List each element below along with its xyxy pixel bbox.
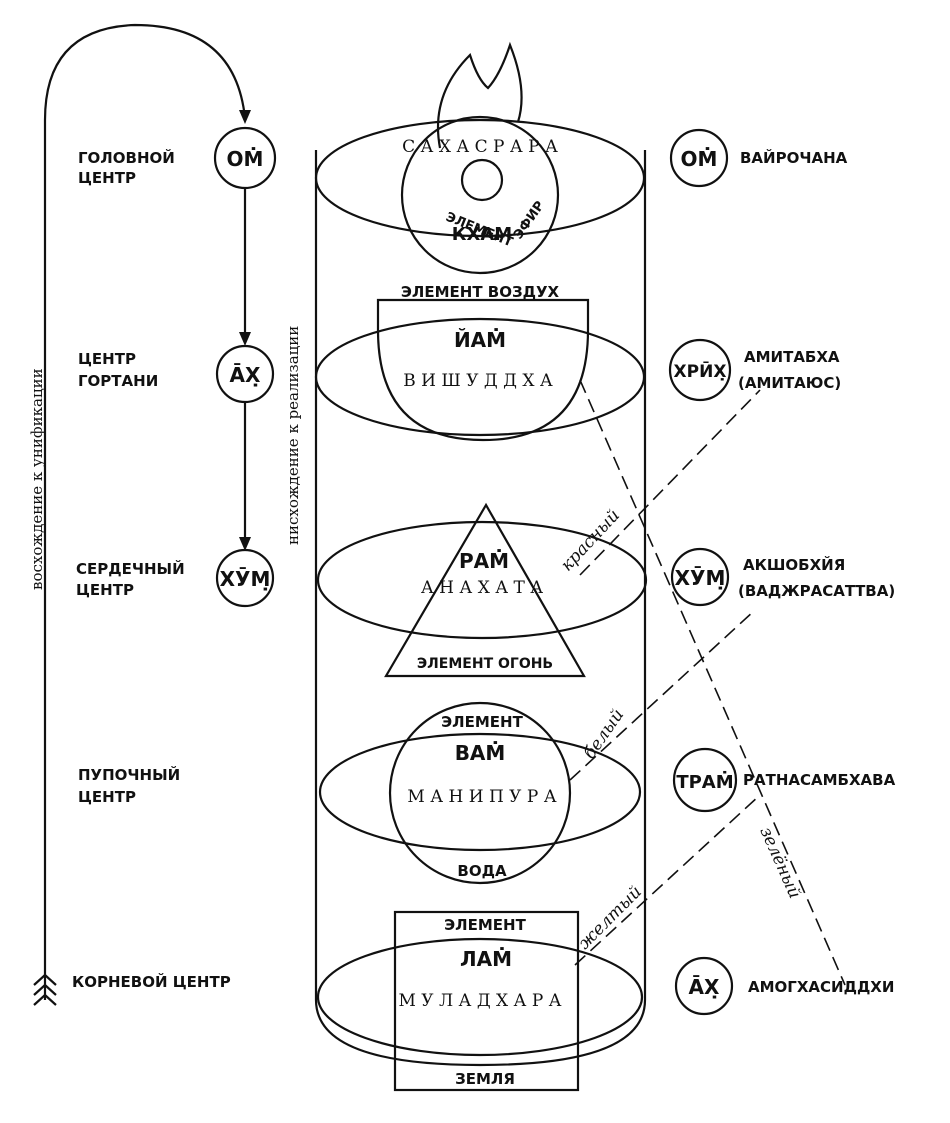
descent-label: нисхождение к реализации: [284, 326, 302, 545]
svg-text:ХРӢХ̣: ХРӢХ̣: [674, 360, 727, 382]
vishuddha-name: В И Ш У Д Д Х А: [403, 371, 553, 391]
vishuddha-seed: ЙАМ̇: [454, 328, 506, 352]
manipura-name: М А Н И П У Р А: [407, 787, 556, 807]
svg-text:ОМ̇: ОМ̇: [227, 147, 264, 171]
center-label-navel-2: ЦЕНТР: [78, 788, 136, 806]
svg-text:(ВАДЖРАСАТТВА): (ВАДЖРАСАТТВА): [738, 582, 895, 600]
anahata: РАМ̇ А Н А Х А Т А ЭЛЕМЕНТ ОГОНЬ: [316, 502, 648, 678]
center-label-head-2: ЦЕНТР: [78, 169, 136, 187]
center-label-root: КОРНЕВОЙ ЦЕНТР: [72, 972, 231, 991]
buddha-akshobhya: ХӮМ̣ АКШОБХЙЯ (ВАДЖРАСАТТВА): [670, 547, 895, 607]
color-label-green: зелёный: [755, 824, 804, 902]
descent-arrows: [239, 188, 251, 551]
left-mantra-hum: ХӮМ̣: [215, 548, 275, 608]
svg-text:АКШОБХЙЯ: АКШОБХЙЯ: [743, 555, 845, 574]
svg-text:АМИТАБХА: АМИТАБХА: [744, 348, 840, 366]
sahasrara-element-name: ЭФИР: [511, 199, 548, 243]
svg-text:ĀХ̣: ĀХ̣: [230, 363, 261, 387]
ascent-label: восхождение к унификации: [28, 368, 46, 590]
svg-text:ХӮМ̣: ХӮМ̣: [220, 567, 271, 591]
center-label-heart-2: ЦЕНТР: [76, 581, 134, 599]
svg-text:ТРАМ̇: ТРАМ̇: [676, 771, 733, 793]
center-label-heart-1: СЕРДЕЧНЫЙ: [76, 559, 185, 578]
anahata-seed: РАМ̇: [459, 549, 509, 573]
muladhara: ЭЛЕМЕНТ ЛАМ̇ М У Л А Д Х А Р А ЗЕМЛЯ: [316, 910, 644, 1092]
svg-text:АМОГХАСИДДХИ: АМОГХАСИДДХИ: [748, 978, 894, 996]
ascent-arrow: [33, 23, 251, 1006]
sahasrara-name: С А Х А С Р А Р А: [402, 137, 558, 157]
muladhara-seed: ЛАМ̇: [460, 947, 512, 971]
manipura: ЭЛЕМЕНТ ВАМ̇ М А Н И П У Р А ВОДА: [318, 701, 642, 885]
svg-text:РАТНАСАМБХАВА: РАТНАСАМБХАВА: [743, 771, 896, 789]
anahata-name: А Н А Х А Т А: [421, 578, 543, 598]
color-label-yellow: желтый: [574, 882, 646, 954]
manipura-element-name: ВОДА: [457, 862, 507, 880]
center-label-throat-2: ГОРТАНИ: [78, 372, 158, 390]
muladhara-name: М У Л А Д Х А Р А: [398, 991, 561, 1011]
buddha-amoghasiddhi: ĀХ̣ АМОГХАСИДДХИ: [674, 956, 894, 1016]
center-label-throat-1: ЦЕНТР: [78, 350, 136, 368]
vishuddha-element: ЭЛЕМЕНТ ВОЗДУХ: [401, 283, 560, 301]
svg-text:ХӮМ̣: ХӮМ̣: [675, 566, 726, 590]
manipura-seed: ВАМ̇: [455, 741, 506, 765]
svg-text:ОМ̇: ОМ̇: [681, 147, 718, 171]
buddha-ratnasambhava: ТРАМ̇ РАТНАСАМБХАВА: [672, 747, 896, 813]
muladhara-element-name: ЗЕМЛЯ: [455, 1070, 515, 1088]
sahasrara: С А Х А С Р А Р А КХАМ ЭЛЕМЕНТ ЭФИР: [314, 41, 646, 275]
muladhara-element-word: ЭЛЕМЕНТ: [444, 916, 526, 934]
manipura-element-word: ЭЛЕМЕНТ: [441, 713, 523, 731]
svg-text:ĀХ̣: ĀХ̣: [689, 975, 720, 999]
left-mantra-ah: ĀХ̣: [215, 344, 275, 404]
left-mantra-om: ОМ̇: [213, 126, 277, 190]
svg-text:ВАЙРОЧАНА: ВАЙРОЧАНА: [740, 148, 848, 167]
vishuddha: ЭЛЕМЕНТ ВОЗДУХ ЙАМ̇ В И Ш У Д Д Х А: [314, 283, 646, 442]
dashed-links: [569, 379, 846, 986]
anahata-element: ЭЛЕМЕНТ ОГОНЬ: [417, 656, 553, 672]
sahasrara-seed: КХАМ: [452, 224, 512, 245]
center-label-head-1: ГОЛОВНОЙ: [78, 148, 175, 167]
center-label-navel-1: ПУПОЧНЫЙ: [78, 765, 180, 784]
svg-text:(АМИТАЮС): (АМИТАЮС): [738, 374, 841, 392]
buddha-vairochana: ОМ̇ ВАЙРОЧАНА: [669, 128, 848, 188]
buddha-amitabha: ХРӢХ̣ АМИТАБХА (АМИТАЮС): [668, 338, 841, 402]
